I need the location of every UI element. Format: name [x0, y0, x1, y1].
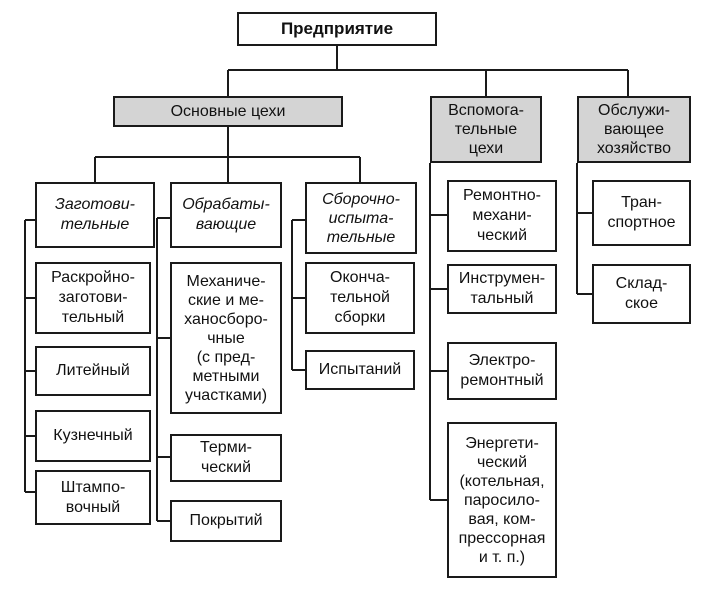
group-service-facilities: Обслужи- вающее хозяйство	[577, 96, 691, 163]
root-enterprise-box: Предприятие	[237, 12, 437, 46]
item-cutting-procurement: Раскройно- заготови- тельный	[35, 262, 151, 334]
item-mechanical-assembly: Механиче- ские и ме- ханосборо- чные (с …	[170, 262, 282, 414]
item-coatings: Покрытий	[170, 500, 282, 542]
item-warehouse: Склад- ское	[592, 264, 691, 324]
item-transport: Тран- спортное	[592, 180, 691, 246]
group-main-workshops: Основные цехи	[113, 96, 343, 127]
item-testing: Испытаний	[305, 350, 415, 390]
subgroup-assembly-testing: Сборочно- испыта- тельные	[305, 182, 417, 254]
item-tooling: Инструмен- тальный	[447, 264, 557, 314]
group-auxiliary-workshops: Вспомога- тельные цехи	[430, 96, 542, 163]
item-foundry: Литейный	[35, 346, 151, 396]
subgroup-procurement: Заготови- тельные	[35, 182, 155, 248]
item-forging: Кузнечный	[35, 410, 151, 462]
item-electrical-repair: Электро- ремонтный	[447, 342, 557, 400]
item-final-assembly: Оконча- тельной сборки	[305, 262, 415, 334]
subgroup-processing: Обрабаты- вающие	[170, 182, 282, 248]
item-thermal: Терми- ческий	[170, 434, 282, 482]
item-energy: Энергети- ческий (котельная, паросило- в…	[447, 422, 557, 578]
item-stamping: Штампо- вочный	[35, 470, 151, 525]
item-repair-mechanical: Ремонтно- механи- ческий	[447, 180, 557, 252]
